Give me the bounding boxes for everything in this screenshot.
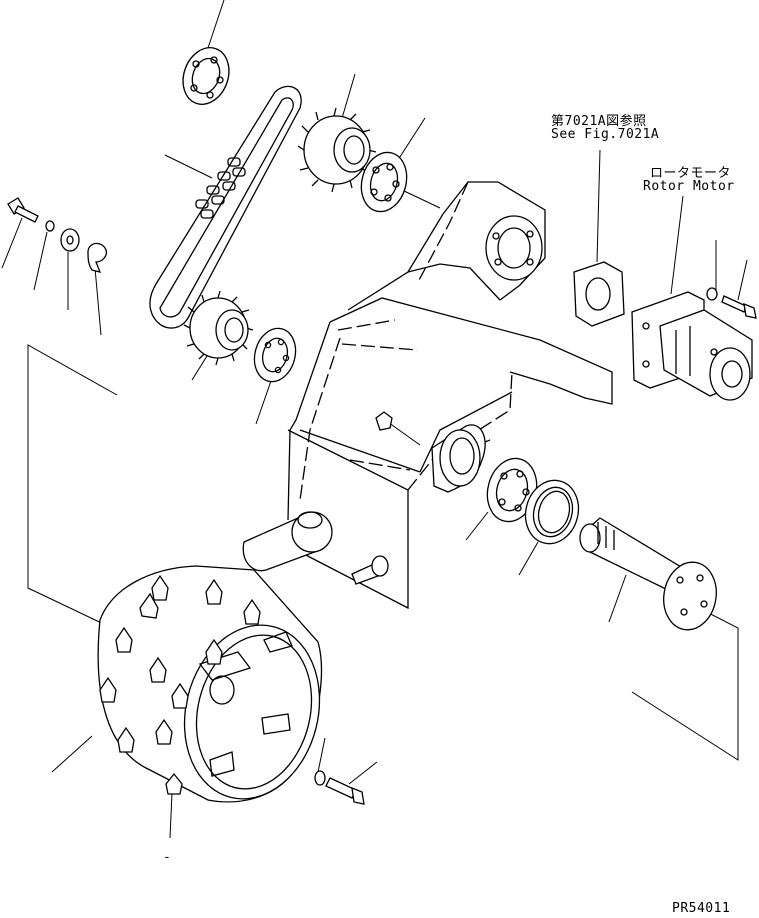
leader-lines	[1, 0, 748, 839]
rotor-motor-label-ja: ロータモータ	[650, 166, 732, 181]
lower-sprocket	[183, 290, 254, 366]
see-fig-label-ja: 第7021A図参照	[551, 114, 647, 129]
lower-sprocket-bearing	[253, 327, 297, 383]
rotor-motor-label-en: Rotor Motor	[643, 179, 735, 194]
rotor-teeth	[99, 574, 261, 795]
rotor-arm-frame	[287, 181, 613, 610]
reference-lines	[27, 344, 739, 761]
see-fig-label-en: See Fig.7021A	[551, 127, 660, 142]
drive-chain	[149, 85, 302, 329]
upper-sprocket	[297, 107, 377, 193]
drum-bolt	[325, 777, 365, 805]
grease-fitting	[375, 411, 393, 431]
left-bolt-set	[7, 197, 108, 273]
upper-sprocket-bearing	[360, 151, 408, 213]
splined-shaft	[579, 517, 717, 631]
motor-bolt	[721, 295, 757, 319]
oil-seal	[524, 479, 580, 545]
bottom-dash-mark: -	[163, 850, 172, 865]
frame-shaft-stub	[242, 511, 389, 585]
motor-washer	[706, 287, 718, 301]
lower-bearing-housing	[431, 424, 486, 493]
top-bearing	[182, 47, 230, 105]
gasket-plate	[573, 261, 625, 327]
drawing-code: PR54011	[672, 901, 731, 916]
chain-links	[195, 157, 246, 219]
rotor-motor	[631, 291, 753, 401]
drum-washer	[314, 770, 326, 786]
